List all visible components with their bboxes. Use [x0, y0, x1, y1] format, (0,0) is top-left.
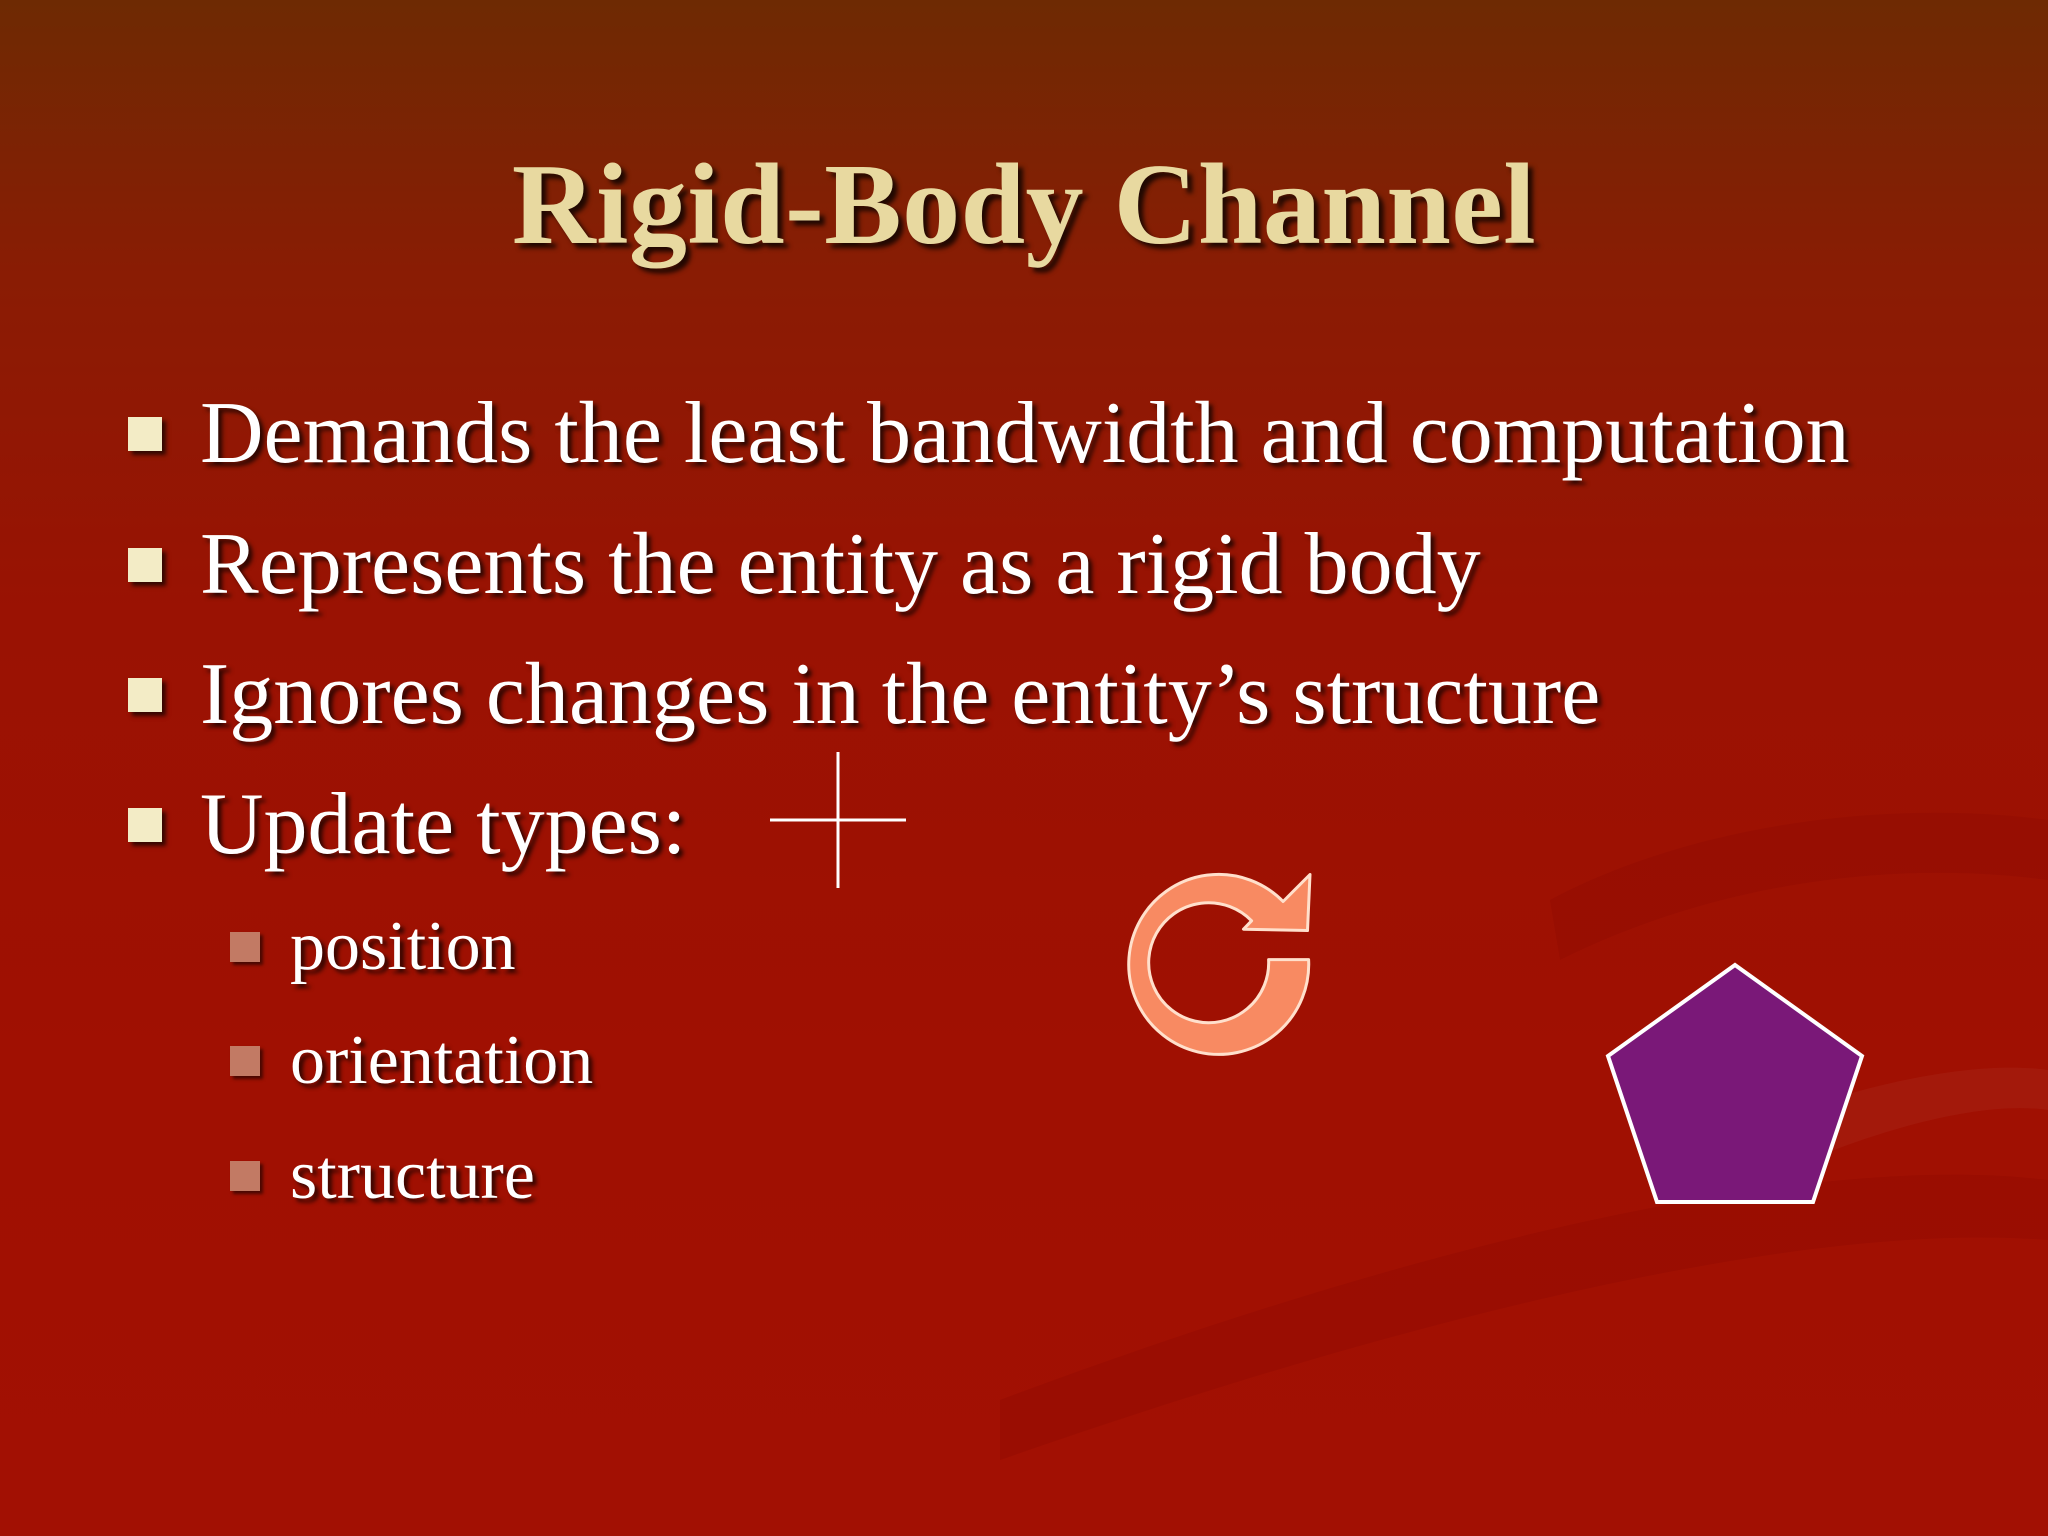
bullet-marker [128, 548, 162, 582]
slide-title: Rigid-Body Channel [511, 141, 1537, 269]
bullet-item: Update types: [128, 770, 686, 880]
bullet-text: Ignores changes in the entity’s structur… [200, 646, 1601, 743]
bullet-item: Demands the least bandwidth and computat… [128, 379, 1850, 489]
sub-bullet-item: orientation [230, 1016, 593, 1106]
sub-bullet-marker [230, 1046, 260, 1076]
crosshair-icon [770, 752, 906, 888]
rotate-arrow-icon [1127, 872, 1312, 1056]
pentagon-icon [1605, 962, 1865, 1204]
bullet-text: Update types: [200, 776, 687, 873]
sub-bullet-item: structure [230, 1131, 535, 1221]
sub-bullet-marker [230, 932, 260, 962]
sub-bullet-item: position [230, 902, 516, 992]
sub-bullet-text: orientation [290, 1022, 594, 1099]
bullet-text: Demands the least bandwidth and computat… [200, 385, 1850, 482]
bullet-text: Represents the entity as a rigid body [200, 516, 1481, 613]
bullet-item: Represents the entity as a rigid body [128, 510, 1481, 620]
bullet-marker [128, 808, 162, 842]
bullet-marker [128, 417, 162, 451]
sub-bullet-text: structure [290, 1137, 535, 1214]
bullet-marker [128, 678, 162, 712]
sub-bullet-marker [230, 1161, 260, 1191]
bullet-item: Ignores changes in the entity’s structur… [128, 640, 1600, 750]
sub-bullet-text: position [290, 908, 516, 985]
